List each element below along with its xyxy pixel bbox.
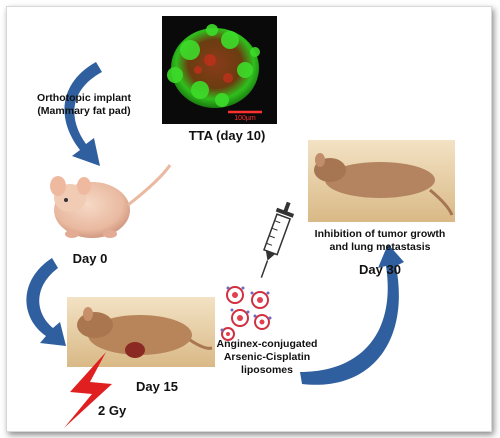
arrow-day0-to-day15	[26, 258, 66, 346]
implant-label-line1: Orthotopic implant	[37, 92, 131, 104]
liposome-label: Anginex-conjugated Arsenic-Cisplatin lip…	[208, 338, 326, 377]
day0-label: Day 0	[72, 251, 108, 266]
mouse-day15-photo	[67, 297, 215, 367]
outcome-label-line1: Inhibition of tumor growth	[314, 228, 446, 240]
dose-label: 2 Gy	[98, 403, 127, 418]
liposome-label-line1: Anginex-conjugated	[216, 338, 318, 350]
scale-bar-label: 100µm	[234, 115, 256, 122]
arrow-day15-to-day30	[300, 244, 404, 385]
liposome-label-line2: Arsenic-Cisplatin	[223, 351, 311, 364]
outcome-label-line2: and lung metastasis	[329, 241, 431, 254]
micrograph-red-stain	[194, 54, 233, 83]
radiation-lightning-icon	[64, 352, 112, 428]
liposomes-icon	[220, 286, 272, 341]
implant-label-line2: (Mammary fat pad)	[37, 105, 131, 118]
workflow-arrows	[26, 62, 404, 385]
syringe-icon	[260, 201, 295, 278]
tta-label: TTA (day 10)	[188, 128, 266, 143]
implant-label: Orthotopic implant (Mammary fat pad)	[14, 92, 154, 118]
mouse-day30-photo	[308, 140, 455, 222]
day30-label: Day 30	[359, 262, 401, 277]
outcome-label: Inhibition of tumor growth and lung meta…	[300, 228, 460, 254]
tumor	[125, 342, 145, 358]
mouse-day0	[50, 164, 172, 238]
day15-label: Day 15	[136, 379, 178, 394]
arrow-implant-to-day0	[64, 62, 102, 166]
liposome-label-line3: liposomes	[241, 364, 293, 377]
micrograph-green-stain	[167, 24, 260, 107]
